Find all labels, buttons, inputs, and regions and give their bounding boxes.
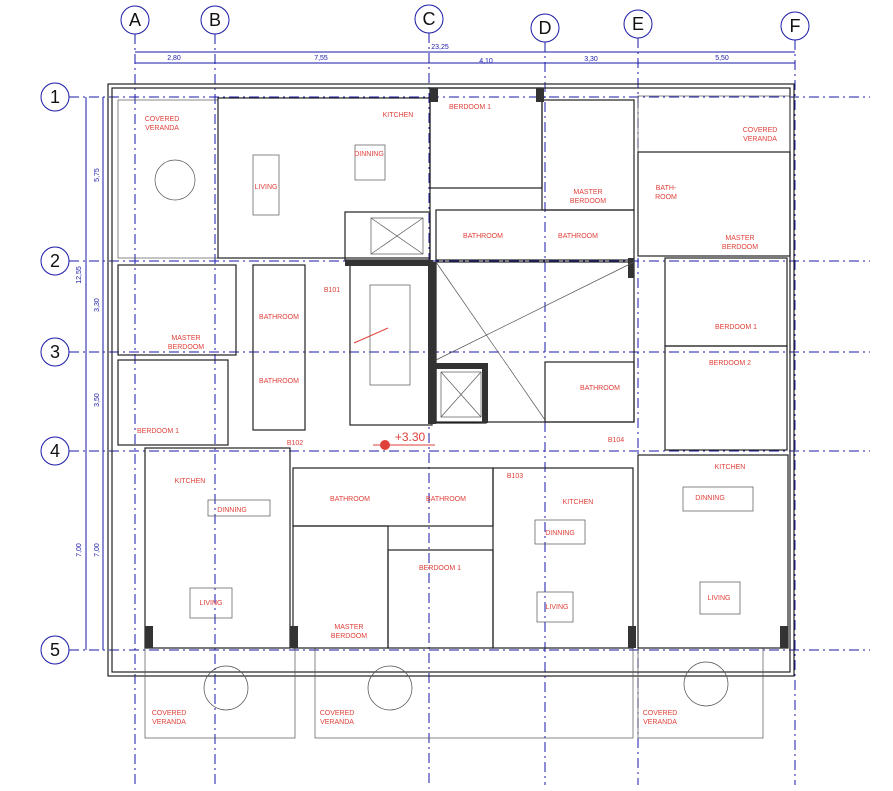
dimension-segment: 3,50 bbox=[94, 393, 101, 407]
dimension-segment: 7,55 bbox=[314, 55, 328, 62]
room-label: KITCHEN bbox=[715, 464, 746, 471]
room-label: BATHROOM bbox=[259, 378, 299, 385]
dimension-segment: 4,10 bbox=[479, 58, 493, 65]
grid-bubble-4 bbox=[40, 436, 70, 466]
dimensions: 23,25 2,80 7,55 4,10 3,30 5,50 12,55 5,75 3,30 3,… bbox=[76, 44, 795, 650]
grid-bubble-2 bbox=[40, 246, 70, 276]
room-label: LIVING bbox=[546, 604, 569, 611]
grid-label: A bbox=[129, 10, 141, 30]
grid-bubble-5 bbox=[40, 635, 70, 665]
room-label: LIVING bbox=[255, 184, 278, 191]
grid-label: C bbox=[423, 9, 436, 29]
grid-bubble-A bbox=[120, 5, 150, 35]
grid-label: 4 bbox=[50, 441, 60, 461]
grid-bubble-D bbox=[530, 13, 560, 43]
room-label: B101 bbox=[324, 287, 340, 294]
room-label: DINNING bbox=[354, 151, 384, 158]
room-label: BATHROOM bbox=[558, 233, 598, 240]
room-label: BATHROOM bbox=[426, 496, 466, 503]
room-label: BATHROOM bbox=[580, 385, 620, 392]
room-label: BATHROOM bbox=[330, 496, 370, 503]
room-label: DINNING bbox=[217, 507, 247, 514]
dimension-segment: 2,80 bbox=[167, 55, 181, 62]
walls bbox=[107, 83, 795, 739]
room-label: BERDOOM 1 bbox=[449, 104, 491, 111]
grid-bubble-1 bbox=[40, 82, 70, 112]
dimension-segment: 3,30 bbox=[584, 56, 598, 63]
dimension-segment: 7,00 bbox=[76, 543, 83, 557]
grid-label: 3 bbox=[50, 342, 60, 362]
room-label: BERDOOM 1 bbox=[137, 428, 179, 435]
dimension-segment: 5,75 bbox=[94, 168, 101, 182]
grid-label: 2 bbox=[50, 251, 60, 271]
grid-label: D bbox=[539, 18, 552, 38]
room-label: B102 bbox=[287, 440, 303, 447]
grid-label: F bbox=[790, 16, 801, 36]
room-label: BERDOOM 1 bbox=[715, 324, 757, 331]
grid-bubble-B bbox=[200, 5, 230, 35]
room-label: BATH-ROOM bbox=[655, 185, 677, 201]
dimension-segment: 12,55 bbox=[76, 266, 83, 284]
grid-label: B bbox=[209, 10, 221, 30]
grid-label: E bbox=[632, 14, 644, 34]
room-label: B103 bbox=[507, 473, 523, 480]
grid-label: 5 bbox=[50, 640, 60, 660]
room-label: KITCHEN bbox=[383, 112, 414, 119]
elevation-label: +3.30 bbox=[395, 430, 426, 444]
room-label: BERDOOM 1 bbox=[419, 565, 461, 572]
grid-bubble-3 bbox=[40, 337, 70, 367]
room-label: KITCHEN bbox=[175, 478, 206, 485]
room-label: DINNING bbox=[545, 530, 575, 537]
dimension-segment: 3,30 bbox=[94, 298, 101, 312]
room-label: BATHROOM bbox=[463, 233, 503, 240]
dimension-segment: 5,50 bbox=[715, 55, 729, 62]
room-label: BERDOOM 2 bbox=[709, 360, 751, 367]
grid-bubble-E bbox=[623, 9, 653, 39]
room-label: LIVING bbox=[708, 595, 731, 602]
dimension-segment: 7,00 bbox=[94, 543, 101, 557]
elevation-marker: +3.30 bbox=[373, 430, 435, 450]
grid-label: 1 bbox=[50, 87, 60, 107]
room-label: B104 bbox=[608, 437, 624, 444]
grid-bubble-F bbox=[780, 11, 810, 41]
room-label: KITCHEN bbox=[563, 499, 594, 506]
dimension-total: 23,25 bbox=[431, 44, 449, 51]
grid-bubbles: A B C D E F 1 2 3 4 5 bbox=[40, 4, 810, 665]
room-label: LIVING bbox=[200, 600, 223, 607]
room-label: BATHROOM bbox=[259, 314, 299, 321]
grid-bubble-C bbox=[414, 4, 444, 34]
room-label: DINNING bbox=[695, 495, 725, 502]
